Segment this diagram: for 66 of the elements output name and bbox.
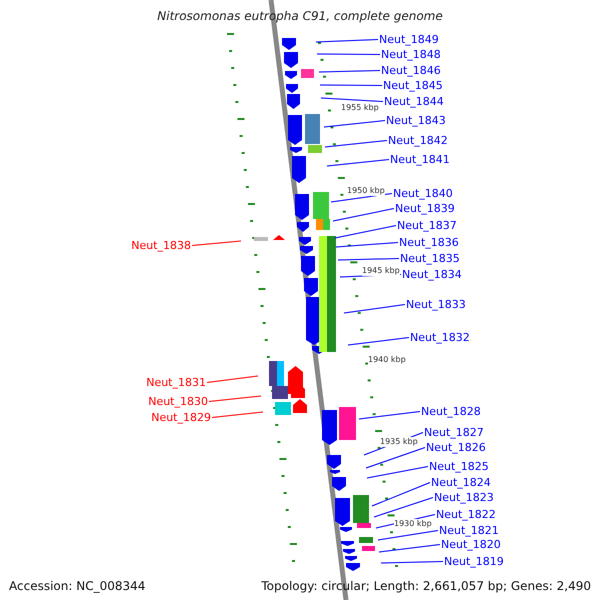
gene-label: Neut_1826 bbox=[426, 441, 486, 454]
gene-label: Neut_1840 bbox=[393, 187, 453, 200]
gene-label: Neut_1829 bbox=[151, 411, 211, 424]
leader-line bbox=[206, 376, 258, 383]
gene-label: Neut_1831 bbox=[146, 376, 206, 389]
leader-line bbox=[348, 337, 410, 346]
leader-line bbox=[378, 544, 440, 552]
gene-label: Neut_1839 bbox=[395, 202, 455, 215]
leader-line bbox=[378, 530, 438, 540]
leader-line bbox=[374, 497, 434, 518]
leader-line bbox=[316, 39, 378, 42]
gene-label: Neut_1824 bbox=[431, 476, 491, 489]
leader-line bbox=[320, 98, 384, 102]
gene-label: Neut_1844 bbox=[384, 95, 444, 108]
leader-line bbox=[366, 447, 426, 468]
leader-line bbox=[192, 240, 242, 246]
gene-label: Neut_1819 bbox=[444, 555, 504, 568]
gene-label: Neut_1843 bbox=[386, 114, 446, 127]
gene-label: Neut_1845 bbox=[383, 79, 443, 92]
leader-line bbox=[316, 54, 380, 55]
gene-label: Neut_1830 bbox=[148, 395, 208, 408]
gene-label: Neut_1832 bbox=[410, 331, 470, 344]
leader-line bbox=[324, 120, 386, 128]
leader-line bbox=[330, 193, 392, 202]
scale-label: 1930 kbp bbox=[394, 519, 432, 529]
leader-line bbox=[344, 304, 406, 314]
gene-label: Neut_1827 bbox=[424, 426, 484, 439]
gene-label: Neut_1842 bbox=[388, 134, 448, 147]
gene-label: Neut_1833 bbox=[406, 298, 466, 311]
leader-line bbox=[320, 84, 382, 86]
gene-label: Neut_1822 bbox=[436, 508, 496, 521]
gene-label: Neut_1821 bbox=[439, 524, 499, 537]
gene-label: Neut_1828 bbox=[421, 405, 481, 418]
gene-label: Neut_1836 bbox=[399, 236, 459, 249]
scale-label: 1935 kbp bbox=[380, 437, 418, 447]
accession-text: Accession: NC_008344 bbox=[9, 579, 146, 593]
leader-line bbox=[326, 159, 390, 166]
gene-label: Neut_1825 bbox=[429, 460, 489, 473]
gene-label: Neut_1841 bbox=[390, 153, 450, 166]
leader-line bbox=[318, 70, 380, 72]
scale-label: 1940 kbp bbox=[368, 355, 406, 365]
leader-line bbox=[366, 466, 428, 478]
gene-label: Neut_1823 bbox=[434, 491, 494, 504]
scale-label: 1945 kbp bbox=[362, 266, 400, 276]
leader-line bbox=[372, 482, 430, 506]
gene-label: Neut_1837 bbox=[397, 219, 457, 232]
leader-line bbox=[332, 208, 394, 222]
gene-label: Neut_1834 bbox=[402, 268, 462, 281]
gene-label: Neut_1838 bbox=[131, 239, 191, 252]
leader-line bbox=[212, 412, 264, 418]
scale-label: 1950 kbp bbox=[347, 186, 385, 196]
leader-line bbox=[338, 258, 400, 260]
leader-line bbox=[358, 411, 420, 420]
gene-label: Neut_1848 bbox=[381, 48, 441, 61]
genome-stats-text: Topology: circular; Length: 2,661,057 bp; Genes: 2,490 bbox=[261, 579, 591, 593]
leader-line bbox=[324, 140, 388, 148]
leader-line bbox=[208, 396, 262, 402]
scale-label: 1955 kbp bbox=[341, 103, 379, 113]
gene-label: Neut_1846 bbox=[381, 64, 441, 77]
leader-line bbox=[334, 225, 396, 238]
leader-line bbox=[336, 242, 398, 248]
gene-label: Neut_1849 bbox=[379, 33, 439, 46]
title: Nitrosomonas eutropha C91, complete genome bbox=[156, 9, 444, 23]
gene-label: Neut_1835 bbox=[400, 252, 460, 265]
leader-line bbox=[380, 561, 444, 564]
gene-label: Neut_1820 bbox=[441, 538, 501, 551]
